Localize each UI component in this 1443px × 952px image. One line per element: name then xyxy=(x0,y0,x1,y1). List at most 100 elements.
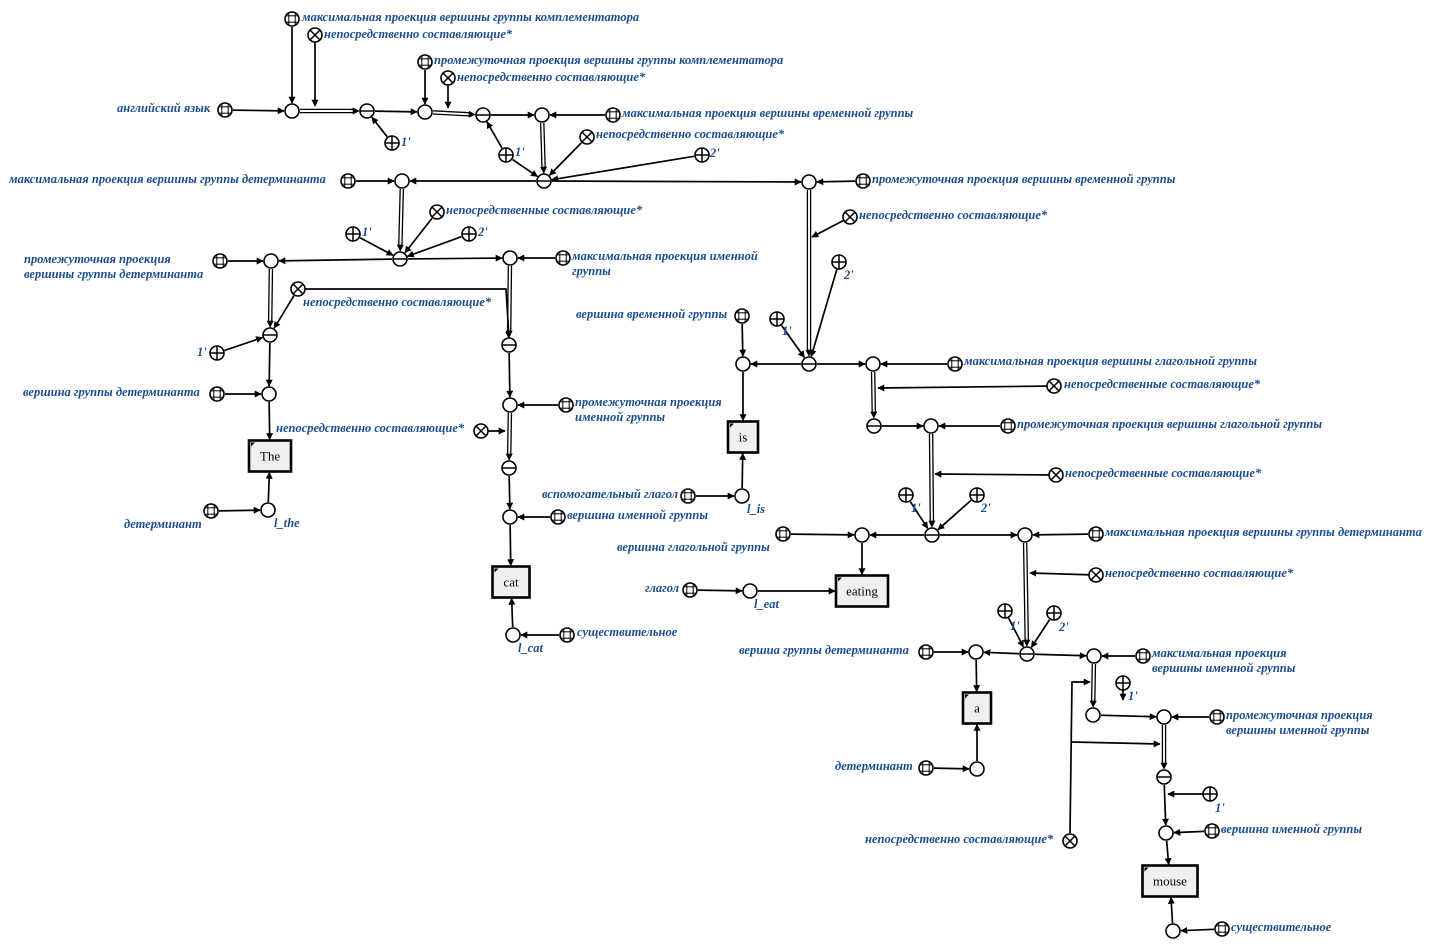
node-np2a xyxy=(1085,707,1101,723)
node-thP1 xyxy=(769,311,785,327)
node-lthe xyxy=(260,502,276,518)
order-mark-11: 2' xyxy=(1058,620,1069,634)
edge-verbG-leat xyxy=(697,587,743,595)
edge-cpP1-cpM xyxy=(371,116,388,138)
edge-engG-cp xyxy=(232,107,285,115)
node-tpP1 xyxy=(498,147,514,163)
label-l-np2-int-2: вершины именной группы xyxy=(1226,723,1370,737)
label-l-dp2-ic: непосредственно составляющие* xyxy=(1105,566,1294,580)
node-dintX xyxy=(290,281,306,297)
node-th xyxy=(735,356,751,372)
node-npG xyxy=(555,250,571,266)
node-cpintX xyxy=(440,70,456,86)
edge-vintP2-vintM xyxy=(937,499,972,531)
node-n2h xyxy=(1158,825,1174,841)
label-l-the-lex: l_the xyxy=(274,516,300,530)
edge-lcat-box-cat xyxy=(508,597,516,628)
word-cat: cat xyxy=(491,565,531,599)
label-l-tp-int-ic: непосредственно составляющие* xyxy=(859,208,1048,222)
edge-noun2G-lmouse xyxy=(1180,926,1215,934)
edges-layer xyxy=(218,27,1215,934)
node-nint xyxy=(502,397,518,413)
node-dp2P1 xyxy=(997,603,1013,619)
label-l-cat-lex: l_cat xyxy=(518,641,544,655)
node-tp xyxy=(534,107,550,123)
node-lmouse xyxy=(1165,923,1181,939)
label-l-determinant2: детерминант xyxy=(835,759,913,773)
node-dh xyxy=(261,386,277,402)
label-l-v-head: вершина глагольной группы xyxy=(617,540,770,554)
node-tintX xyxy=(842,209,858,225)
node-np xyxy=(502,250,518,266)
node-detG xyxy=(203,503,219,519)
label-l-noun: существительное xyxy=(577,625,678,639)
edge-tpP2-tpM xyxy=(551,155,695,183)
node-dpG xyxy=(340,173,356,189)
node-leat xyxy=(742,583,758,599)
edge-d2h-box-a xyxy=(973,659,981,693)
order-mark-6: 1' xyxy=(197,345,207,359)
node-dp2M xyxy=(1019,646,1035,662)
edge-dp2M-np2 xyxy=(1034,652,1087,660)
node-nintG xyxy=(558,397,574,413)
edge-lastX-np2 xyxy=(1069,678,1091,834)
edge-tintG-tint xyxy=(816,178,856,186)
edge-dpM-dint xyxy=(278,257,393,265)
edge-n2hG-n2h xyxy=(1173,828,1205,836)
edge-lis-box-is xyxy=(739,452,747,489)
node-nh xyxy=(502,509,518,525)
label-l-dp-ic: непосредственные составляющие* xyxy=(446,203,643,217)
node-dhX xyxy=(473,423,489,439)
label-l-aux: вспомогательный глагол xyxy=(542,487,678,501)
label-l-dint-2: вершины группы детерминанта xyxy=(24,267,203,281)
label-l-eng: английский язык xyxy=(117,101,211,115)
edge-dp2P2-dp2M xyxy=(1030,619,1051,648)
node-vintP2 xyxy=(969,487,985,503)
node-dp2G xyxy=(1088,526,1104,542)
edge-dpX-dpM xyxy=(404,217,433,254)
order-mark-3: 1' xyxy=(362,225,372,239)
node-np2P1b xyxy=(1202,786,1218,802)
label-l-eat-lex: l_eat xyxy=(754,597,780,611)
label-l-d-head: вершина группы детерминанта xyxy=(23,385,200,399)
word-eating: eating xyxy=(834,574,890,608)
node-dpX xyxy=(429,204,445,220)
node-pre1 xyxy=(209,345,225,361)
label-l-cp-int-ic: непосредственно составляющие* xyxy=(457,70,646,84)
order-mark-8: 1' xyxy=(911,501,921,515)
label-l-np-max-2: группы xyxy=(572,264,611,278)
label-l-np2-max-2: вершины именной группы xyxy=(1152,661,1296,675)
edge-cpM-cpint xyxy=(374,108,418,116)
edge-dp2M-d2h xyxy=(983,649,1020,657)
label-l-verb: глагол xyxy=(645,581,679,595)
node-np2P1 xyxy=(1115,675,1131,691)
node-auxG xyxy=(680,488,696,504)
node-lcat xyxy=(505,627,521,643)
node-npM xyxy=(501,337,517,353)
word-the: The xyxy=(247,439,293,473)
edge-nint-nintM xyxy=(505,412,513,461)
edge-pre1-dintM xyxy=(224,336,264,352)
label-l-np2-max-1: максимальная проекция xyxy=(1151,646,1287,660)
node-vpG xyxy=(947,356,963,372)
label-l-np-int-1: промежуточная проекция xyxy=(575,395,722,409)
node-dpP1 xyxy=(345,226,361,242)
label-l-n-head: вершина именной группы xyxy=(567,508,708,522)
node-tintG xyxy=(855,173,871,189)
label-l-vp-int: промежуточная проекция вершины глагольно… xyxy=(1017,417,1322,431)
edge-tint-tintM xyxy=(805,190,813,357)
order-mark-7: 1' xyxy=(782,324,792,338)
label-l-dint-ic: непосредственно составляющие* xyxy=(303,295,492,309)
word-text-eating: eating xyxy=(846,584,878,599)
label-l-np2-int-1: промежуточная проекция xyxy=(1226,708,1373,722)
edge-lthe-box-the xyxy=(265,471,273,503)
edge-dh-box-the xyxy=(266,401,274,441)
edge-dp2-dp2M xyxy=(1022,542,1031,647)
word-text-the: The xyxy=(260,449,280,464)
node-dp xyxy=(394,173,410,189)
node-det2G xyxy=(918,760,934,776)
label-l-determinant: детерминант xyxy=(124,517,202,531)
word-text-is: is xyxy=(739,430,748,445)
label-l-d-head-ic: непосредственно составляющие* xyxy=(276,421,465,435)
node-engG xyxy=(217,102,233,118)
